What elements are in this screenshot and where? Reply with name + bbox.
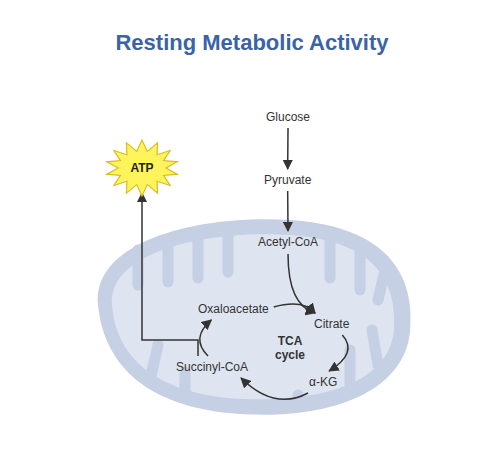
metabolite-label: Oxaloacetate [195, 300, 272, 318]
cycle-label: TCA cycle [268, 334, 312, 362]
metabolite-label: Glucose [263, 108, 313, 126]
flow-arrow [200, 320, 212, 356]
flow-arrow [287, 191, 289, 231]
node-text: Acetyl-CoA [258, 235, 318, 249]
outer-membrane [98, 219, 411, 415]
diagram-title: Resting Metabolic Activity [0, 30, 504, 56]
metabolite-label: α-KG [306, 373, 340, 391]
energy-burst: ATP [105, 139, 179, 197]
metabolite-label: Citrate [311, 315, 352, 333]
metabolite-label: Pyruvate [261, 171, 314, 189]
inner-space [112, 234, 394, 399]
node-text: Pyruvate [264, 173, 311, 187]
metabolite-label: Succinyl-CoA [173, 358, 251, 376]
node-text: Oxaloacetate [198, 302, 269, 316]
node-text: ATP [130, 161, 153, 175]
flow-arrow [241, 378, 308, 399]
flow-arrow [274, 304, 315, 313]
node-text: α-KG [309, 375, 337, 389]
flow-arrow [142, 193, 198, 356]
flow-arrow [287, 128, 289, 169]
node-text: Glucose [266, 110, 310, 124]
node-text: Citrate [314, 317, 349, 331]
node-text: Succinyl-CoA [176, 360, 248, 374]
flow-arrow [329, 335, 348, 371]
cristae [138, 232, 386, 400]
metabolite-label: Acetyl-CoA [255, 233, 321, 251]
